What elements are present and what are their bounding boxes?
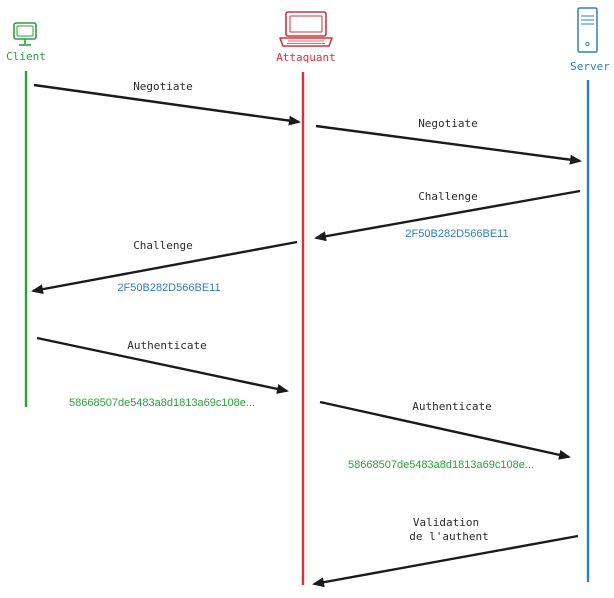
arrow [319,400,571,460]
message-validation-server-to-attacker: Validation de l'authent [312,516,579,588]
message-negotiate-attacker-to-server: Negotiate [315,117,582,165]
message-authenticate-client-to-attacker: Authenticate 58668507de5483a8d1813a69c10… [36,336,289,409]
monitor-icon [13,22,37,46]
message-challenge-server-to-attacker: Challenge 2F50B282D566BE11 [314,189,581,242]
challenge-value: 2F50B282D566BE11 [117,282,220,294]
message-label: Negotiate [418,117,478,130]
laptop-icon [279,11,333,47]
message-label: Authenticate [412,400,491,413]
message-label: Challenge [133,239,193,252]
server-label: Server [570,60,610,73]
authenticate-value: 58668507de5483a8d1813a69c108e... [69,397,255,409]
client-label: Client [6,50,46,63]
arrow [33,83,301,126]
arrow [312,534,579,588]
message-label: Challenge [418,190,478,203]
attacker-label: Attaquant [276,51,336,64]
arrow [314,189,581,242]
message-negotiate-client-to-attacker: Negotiate [33,80,301,126]
message-challenge-attacker-to-client: Challenge 2F50B282D566BE11 [31,239,298,295]
server-actor: Server [570,7,610,582]
authenticate-value: 58668507de5483a8d1813a69c108e... [348,459,534,471]
attacker-actor: Attaquant [276,11,336,585]
message-label: Authenticate [127,339,206,352]
message-authenticate-attacker-to-server: Authenticate 58668507de5483a8d1813a69c10… [319,400,571,471]
client-actor: Client [6,22,46,407]
message-label-line-2: de l'authent [409,530,488,543]
arrow [31,240,298,295]
arrow [36,336,289,394]
challenge-value: 2F50B282D566BE11 [405,228,508,240]
message-label-line-1: Validation [413,516,479,529]
arrow [315,124,582,165]
message-label: Negotiate [133,80,193,93]
server-icon [577,7,598,53]
